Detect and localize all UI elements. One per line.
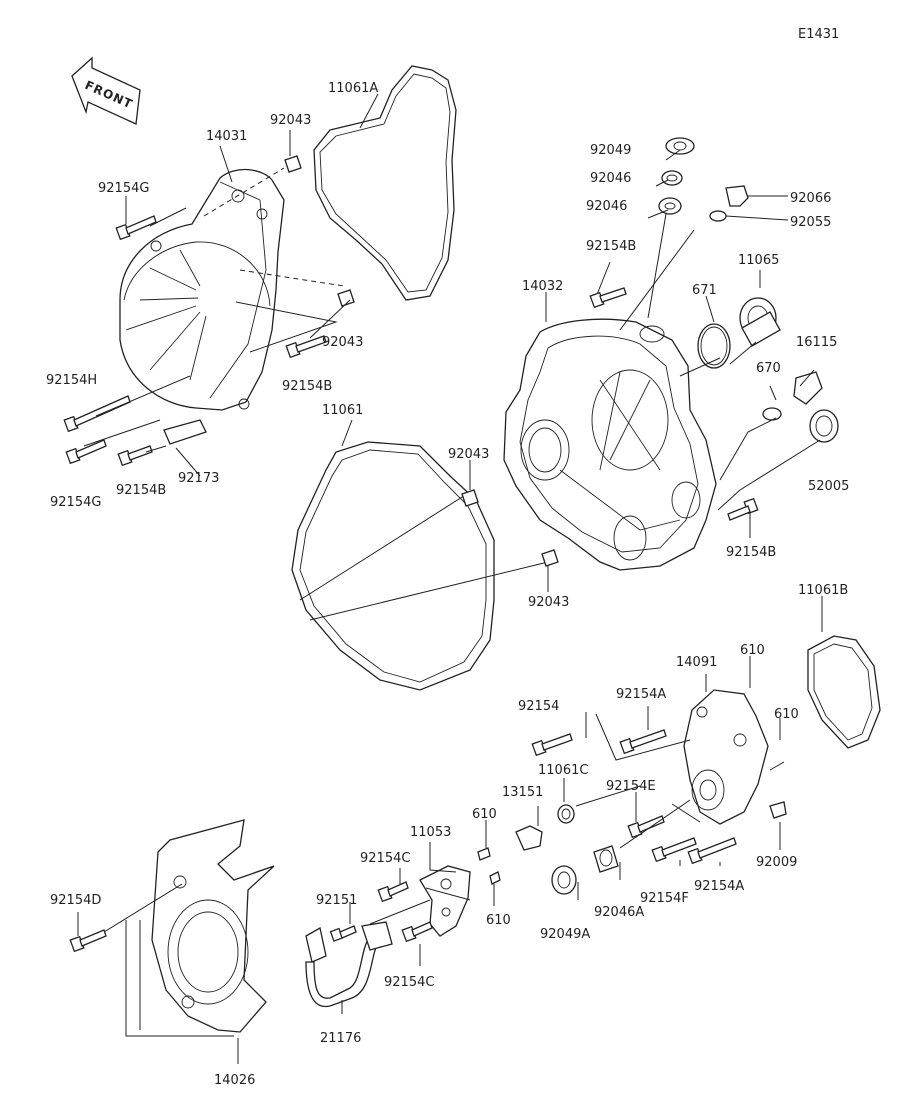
bolt-92154H (63, 395, 131, 433)
label-92154A-bottom: 92154A (694, 879, 744, 894)
diagram-code: E1431 (798, 27, 839, 42)
bolt-92154 (531, 733, 573, 757)
label-92154C-bottom: 92154C (384, 975, 434, 990)
label-610-b: 610 (774, 707, 799, 722)
part-14026-sprocket-cover (151, 819, 275, 1033)
label-92049A: 92049A (540, 927, 590, 942)
bolt-92154B-top (589, 287, 627, 309)
label-610-c: 610 (472, 807, 497, 822)
label-13151: 13151 (502, 785, 543, 800)
label-92154G-bottom: 92154G (50, 495, 101, 510)
label-92009: 92009 (756, 855, 797, 870)
oring-670 (762, 407, 782, 421)
label-92049: 92049 (590, 143, 631, 158)
bolt-92154B-left (285, 335, 327, 359)
label-92046-1: 92046 (590, 171, 631, 186)
part-14091-water-pump-housing (683, 689, 769, 825)
label-11061: 11061 (322, 403, 363, 418)
oring-671 (697, 323, 731, 369)
label-21176: 21176 (320, 1031, 361, 1046)
washer-11061C (557, 804, 575, 824)
label-92154H: 92154H (46, 373, 97, 388)
label-610-a: 610 (740, 643, 765, 658)
label-11061B: 11061B (798, 583, 848, 598)
bearing-92046A (593, 845, 619, 873)
bolt-92154B-right (727, 497, 759, 521)
label-92043-center-2: 92043 (528, 595, 569, 610)
bolt-92154D (69, 929, 107, 953)
label-92154B-top: 92154B (586, 239, 636, 254)
label-14091: 14091 (676, 655, 717, 670)
label-92066: 92066 (790, 191, 831, 206)
bolt-92154C-top (377, 881, 409, 903)
front-arrow-icon: FRONT (71, 56, 141, 125)
gasket-11061A (313, 65, 457, 301)
part-92173 (163, 419, 207, 445)
part-14032-clutch-cover (503, 318, 717, 571)
gasket-11061 (291, 441, 495, 691)
seal-92049A (551, 865, 577, 895)
label-670: 670 (756, 361, 781, 376)
label-92154A-top: 92154A (616, 687, 666, 702)
bolt-92154G-top (115, 215, 157, 241)
hose-21176 (305, 921, 393, 1008)
label-92043-top: 92043 (270, 113, 311, 128)
label-92154: 92154 (518, 699, 559, 714)
label-92154B-right: 92154B (726, 545, 776, 560)
label-11065: 11065 (738, 253, 779, 268)
label-92154B-left: 92154B (282, 379, 332, 394)
label-92154C-top: 92154C (360, 851, 410, 866)
label-11061A: 11061A (328, 81, 378, 96)
screw-92009 (769, 801, 787, 819)
label-14026: 14026 (214, 1073, 255, 1088)
sensor-13151 (515, 825, 543, 851)
bolt-92154C-bottom (401, 921, 433, 943)
bolt-92151 (329, 925, 357, 942)
bolt-92154G-bottom (65, 439, 107, 465)
bearing-92046-2 (658, 197, 682, 215)
cap-11065 (739, 297, 781, 347)
dowel-92043-top (284, 155, 302, 173)
gasket-11061B (807, 635, 881, 749)
label-52005: 52005 (808, 479, 849, 494)
label-92154G-top: 92154G (98, 181, 149, 196)
label-92151: 92151 (316, 893, 357, 908)
label-11061C: 11061C (538, 763, 588, 778)
label-92154B-bottom: 92154B (116, 483, 166, 498)
bolt-92154A-top (619, 729, 667, 755)
pin-610-c (477, 847, 491, 861)
bolt-92154F (651, 837, 697, 863)
label-92043-mid: 92043 (322, 335, 363, 350)
seal-52005 (809, 409, 839, 443)
label-14031: 14031 (206, 129, 247, 144)
bolt-92154B-bottom (117, 445, 153, 467)
part-14031-generator-cover (119, 168, 285, 411)
seal-92049 (665, 137, 695, 155)
label-610-d: 610 (486, 913, 511, 928)
label-14032: 14032 (522, 279, 563, 294)
dowel-92043-center-1 (461, 489, 479, 507)
label-92154E: 92154E (606, 779, 656, 794)
label-92043-center-1: 92043 (448, 447, 489, 462)
bearing-92046-1 (661, 170, 683, 186)
bolt-92154A-bottom (687, 837, 737, 865)
plug-92066 (725, 185, 749, 207)
dowel-92043-center-2 (541, 549, 559, 567)
bracket-11053 (419, 865, 471, 937)
label-92046-2: 92046 (586, 199, 627, 214)
label-16115: 16115 (796, 335, 837, 350)
label-11053: 11053 (410, 825, 451, 840)
dowel-92043-mid (337, 289, 355, 307)
bolt-92154E (627, 815, 665, 839)
label-671: 671 (692, 283, 717, 298)
label-92154F: 92154F (640, 891, 689, 906)
pin-610-d (489, 871, 501, 885)
label-92173: 92173 (178, 471, 219, 486)
cap-16115 (793, 371, 823, 405)
label-92046A: 92046A (594, 905, 644, 920)
oring-92055 (709, 210, 727, 222)
label-92055: 92055 (790, 215, 831, 230)
label-92154D: 92154D (50, 893, 101, 908)
